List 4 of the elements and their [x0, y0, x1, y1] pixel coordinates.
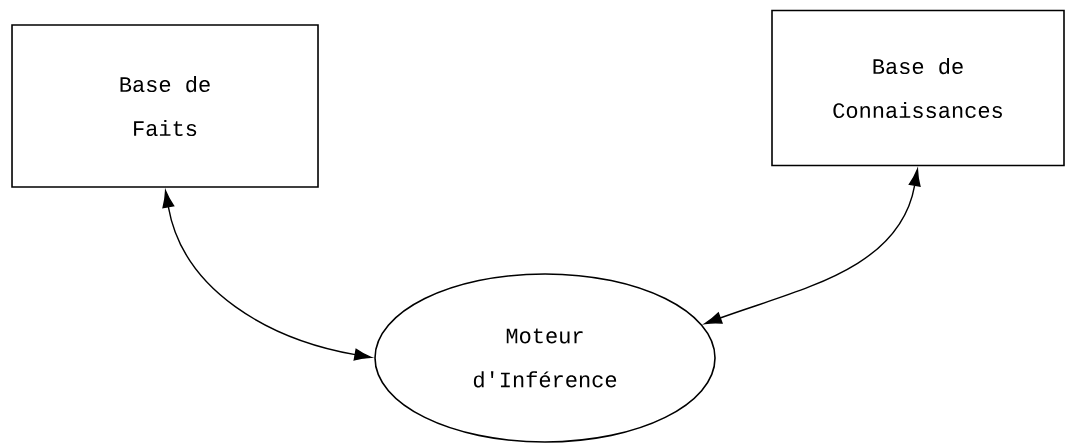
arrow	[704, 168, 921, 325]
arrow	[162, 190, 372, 361]
process-box: Base de Faits	[11, 24, 319, 188]
process-box: Base de Connaissances	[771, 9, 1065, 167]
